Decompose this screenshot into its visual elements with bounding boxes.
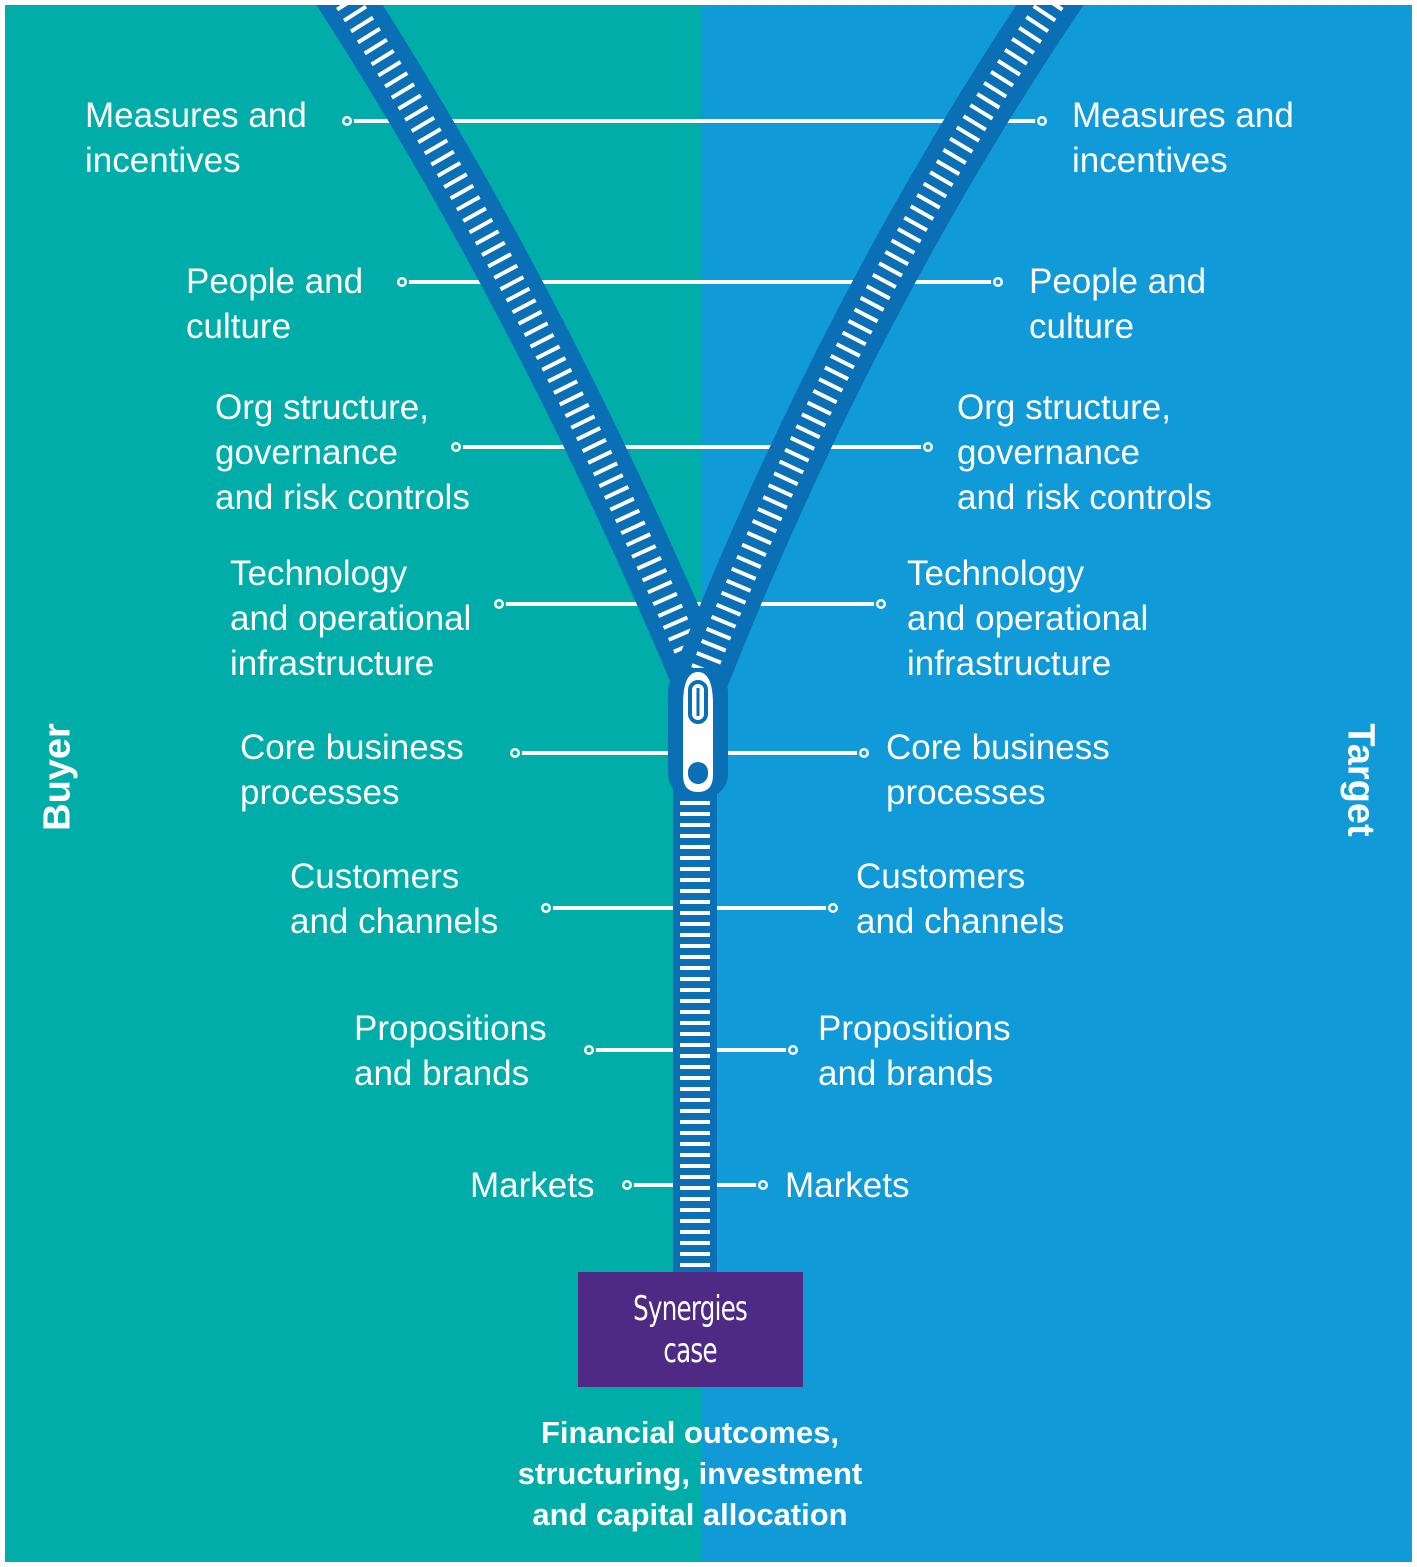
buyer-layer-label: Org structure, governance and risk contr… (215, 388, 470, 517)
target-layer-label: Org structure, governance and risk contr… (957, 388, 1212, 517)
connector-dot-center (1039, 118, 1045, 124)
connector-dot-center (995, 279, 1001, 285)
connector-dot-center (760, 1182, 766, 1188)
connector-dot-center (624, 1182, 630, 1188)
target-layer-label: Measures and incentives (1072, 96, 1294, 180)
connector-dot-center (399, 279, 405, 285)
synergies-label: Synergies case (633, 1288, 749, 1371)
target-label: Target (1339, 723, 1382, 837)
zipper-left-teeth (334, 5, 712, 686)
target-layer-label: Technology and operational infrastructur… (907, 554, 1149, 683)
connector-dot-center (790, 1047, 796, 1053)
buyer-layer-label: Propositions and brands (354, 1009, 547, 1093)
target-layer-label: Customers and channels (856, 857, 1065, 941)
outcome-text: Financial outcomes, structuring, investm… (517, 1415, 863, 1532)
target-layer-label: Propositions and brands (818, 1009, 1011, 1093)
connector-dot-center (861, 750, 867, 756)
target-layer-label: Markets (785, 1166, 910, 1205)
buyer-layer-label: Measures and incentives (85, 96, 307, 180)
connector-dot-center (878, 601, 884, 607)
buyer-layer-label: Customers and channels (290, 857, 499, 941)
buyer-layer-label: People and culture (186, 262, 364, 346)
buyer-layer-label: Core business processes (240, 728, 464, 812)
connector-dot-center (830, 905, 836, 911)
synergies-box: Synergies case (578, 1272, 803, 1387)
target-layer-label: Core business processes (886, 728, 1110, 812)
buyer-layer-label: Markets (470, 1166, 595, 1205)
connector-dot-center (344, 118, 350, 124)
buyer-label: Buyer (36, 723, 79, 831)
buyer-layer-label: Technology and operational infrastructur… (230, 554, 472, 683)
target-layer-label: People and culture (1029, 262, 1207, 346)
zipper-right-teeth (687, 5, 1066, 685)
connector-dot-center (925, 444, 931, 450)
zipper-pull-icon (668, 668, 728, 798)
target-panel (701, 5, 1412, 1562)
connector-dot-center (512, 750, 518, 756)
connector-dot-center (543, 905, 549, 911)
connector-dot-center (453, 444, 459, 450)
connector-dot-center (496, 601, 502, 607)
connector-dot-center (586, 1047, 592, 1053)
